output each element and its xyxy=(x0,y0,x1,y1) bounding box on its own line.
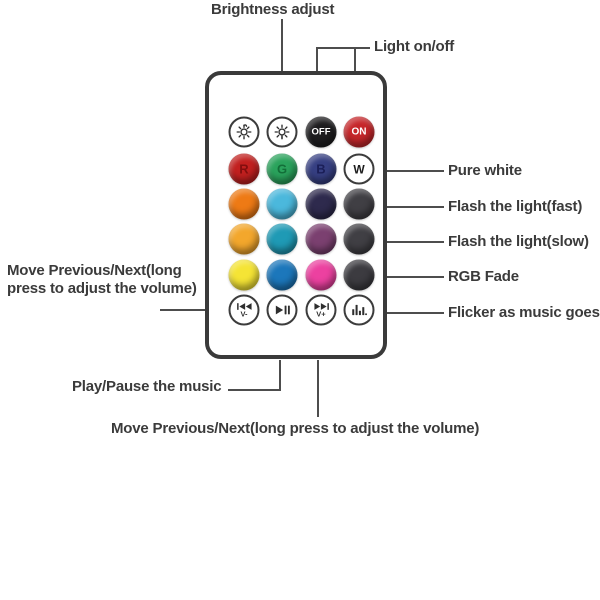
green-button-label: G xyxy=(276,161,288,177)
light-on-off-label: Light on/off xyxy=(374,38,455,55)
brightness-connector-vertical xyxy=(281,19,283,112)
play-pause-connector-vertical xyxy=(279,360,281,391)
amber-button[interactable] xyxy=(228,223,260,255)
move-prev-next-left-line1: Move Previous/Next(long xyxy=(7,262,182,279)
music-bars-icon xyxy=(351,304,367,317)
off-button-label: OFF xyxy=(311,126,331,138)
on-button-label: ON xyxy=(351,126,367,137)
sky-blue-button[interactable] xyxy=(266,188,298,220)
flash-slow-button[interactable] xyxy=(343,223,375,255)
skip-back-icon xyxy=(236,302,252,310)
brightness-adjust-label: Brightness adjust xyxy=(211,1,335,18)
move-prev-next-left-line2: press to adjust the volume) xyxy=(7,280,197,297)
red-button[interactable]: R xyxy=(228,153,260,185)
flash-slow-connector xyxy=(369,241,444,243)
blue-button[interactable]: B xyxy=(305,153,337,185)
brightness-up-button[interactable] xyxy=(266,116,298,148)
flash-fast-button[interactable] xyxy=(343,188,375,220)
light-connector-horizontal xyxy=(316,47,370,49)
play-pause-connector-horizontal xyxy=(228,389,281,391)
next-button-label: V+ xyxy=(316,309,326,319)
white-button[interactable]: W xyxy=(343,153,375,185)
remote-body: OFF ON R G B W V- V+ xyxy=(205,71,387,359)
pink-button[interactable] xyxy=(305,259,337,291)
music-flicker-button[interactable] xyxy=(343,294,375,326)
flash-slow-label: Flash the light(slow) xyxy=(448,233,589,250)
skip-forward-icon xyxy=(313,302,329,310)
next-connector-vertical xyxy=(317,360,319,417)
move-prev-next-left-label: Move Previous/Next(long press to adjust … xyxy=(7,262,197,298)
rgb-fade-button[interactable] xyxy=(343,259,375,291)
plum-button[interactable] xyxy=(305,223,337,255)
yellow-button[interactable] xyxy=(228,259,260,291)
flash-fast-connector xyxy=(369,206,444,208)
rgb-fade-label: RGB Fade xyxy=(448,268,519,285)
pure-white-connector xyxy=(371,170,444,172)
previous-button-label: V- xyxy=(240,309,248,319)
on-button[interactable]: ON xyxy=(343,116,375,148)
flicker-connector xyxy=(371,312,444,314)
rgb-fade-connector xyxy=(370,276,444,278)
play-pause-label: Play/Pause the music xyxy=(72,378,222,395)
play-pause-icon xyxy=(274,304,290,317)
teal-button[interactable] xyxy=(266,223,298,255)
previous-button[interactable]: V- xyxy=(228,294,260,326)
red-button-label: R xyxy=(239,161,249,177)
flash-fast-label: Flash the light(fast) xyxy=(448,198,583,215)
blue-button-label: B xyxy=(316,161,326,177)
next-button[interactable]: V+ xyxy=(305,294,337,326)
dark-navy-button[interactable] xyxy=(305,188,337,220)
flicker-music-label: Flicker as music goes xyxy=(448,304,600,321)
brightness-down-icon xyxy=(236,124,253,141)
previous-connector xyxy=(160,309,224,311)
orange-button[interactable] xyxy=(228,188,260,220)
brightness-up-icon xyxy=(274,124,291,141)
blue-mid-button[interactable] xyxy=(266,259,298,291)
pure-white-label: Pure white xyxy=(448,162,522,179)
off-button[interactable]: OFF xyxy=(305,116,337,148)
green-button[interactable]: G xyxy=(266,153,298,185)
brightness-down-button[interactable] xyxy=(228,116,260,148)
move-prev-next-bottom-label: Move Previous/Next(long press to adjust … xyxy=(111,420,480,437)
white-button-label: W xyxy=(353,162,365,176)
play-pause-button[interactable] xyxy=(266,294,298,326)
